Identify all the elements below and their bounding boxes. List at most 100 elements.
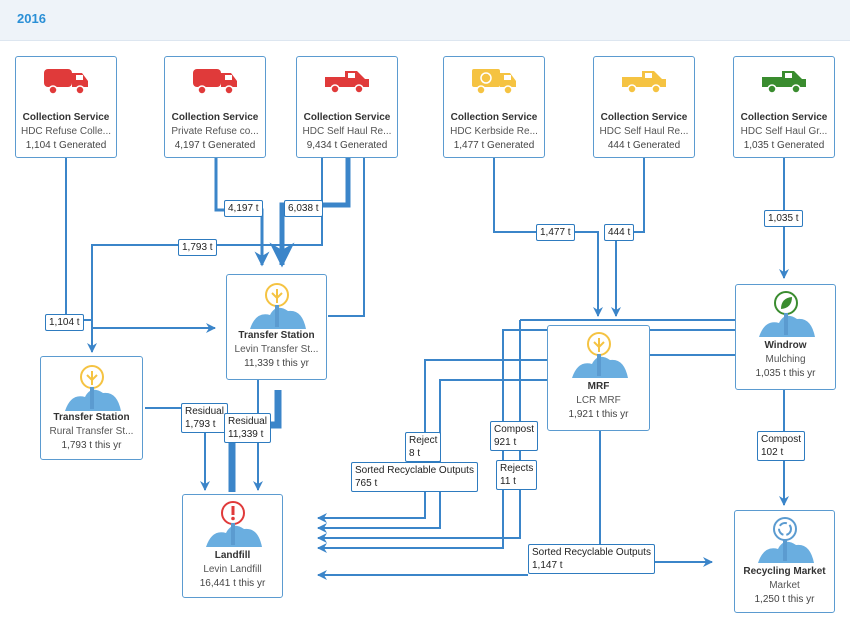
node-subtitle: Mulching	[765, 354, 806, 365]
node-value: 1,035 t Generated	[743, 140, 825, 151]
flow-label-text: 1,104 t	[49, 317, 80, 328]
node-title: Collection Service	[450, 112, 538, 123]
compost-leaf-icon	[736, 289, 835, 339]
collection-service-node-3[interactable]: Collection Service HDC Self Haul Re... 9…	[296, 56, 398, 158]
node-title: Landfill	[214, 550, 251, 561]
flow-label-sorted-1147[interactable]: Sorted Recyclable Outputs 1,147 t	[528, 544, 655, 574]
flow-label-title: Sorted Recyclable Outputs	[355, 465, 474, 476]
mrf-node[interactable]: MRF LCR MRF 1,921 t this yr	[547, 325, 650, 431]
node-value: 9,434 t Generated	[306, 140, 388, 151]
flow-label-title: Sorted Recyclable Outputs	[532, 547, 651, 558]
transfer-station-icon	[227, 281, 326, 331]
flow-cs3-levin-b	[328, 158, 365, 317]
node-subtitle: Market	[769, 580, 800, 591]
landfill-node[interactable]: Landfill Levin Landfill 16,441 t this yr	[182, 494, 283, 598]
flow-label-444[interactable]: 444 t	[604, 224, 635, 241]
node-subtitle: HDC Kerbside Re...	[450, 126, 538, 137]
pickup-truck-icon	[594, 63, 694, 103]
flow-label-1477[interactable]: 1,477 t	[536, 224, 575, 241]
transfer-station-icon	[41, 363, 142, 413]
node-title: Collection Service	[22, 112, 110, 123]
garbage-truck-icon	[165, 63, 265, 103]
flow-label-residual-levin[interactable]: Residual 11,339 t	[224, 413, 271, 443]
flow-label-1104[interactable]: 1,104 t	[45, 314, 84, 331]
flow-label-amount: 921 t	[494, 437, 517, 448]
collection-service-node-2[interactable]: Collection Service Private Refuse co... …	[164, 56, 266, 158]
recycling-truck-icon	[444, 63, 544, 103]
recycling-market-node[interactable]: Recycling Market Market 1,250 t this yr	[734, 510, 835, 613]
collection-service-node-4[interactable]: Collection Service HDC Kerbside Re... 1,…	[443, 56, 545, 158]
flow-label-title: Compost	[494, 424, 535, 435]
collection-service-node-6[interactable]: Collection Service HDC Self Haul Gr... 1…	[733, 56, 835, 158]
transfer-station-rural-node[interactable]: Transfer Station Rural Transfer St... 1,…	[40, 356, 143, 460]
node-title: Collection Service	[740, 112, 828, 123]
flow-mrf-market	[599, 430, 713, 567]
flow-mrf-landfill-c	[318, 319, 736, 538]
flow-label-compost-921[interactable]: Compost 921 t	[490, 421, 539, 451]
flow-label-amount: 8 t	[409, 448, 421, 459]
flow-label-amount: 102 t	[761, 447, 784, 458]
node-title: Recycling Market	[743, 566, 826, 577]
node-subtitle: Private Refuse co...	[171, 126, 259, 137]
node-value: 1,921 t this yr	[568, 409, 629, 420]
flow-label-4197[interactable]: 4,197 t	[224, 200, 263, 217]
node-subtitle: Levin Transfer St...	[234, 344, 319, 355]
flow-label-1793[interactable]: 1,793 t	[178, 239, 217, 256]
pickup-truck-icon	[734, 63, 834, 103]
flow-label-amount: 11,339 t	[228, 429, 264, 440]
node-value: 1,104 t Generated	[25, 140, 107, 151]
node-title: MRF	[587, 381, 610, 392]
node-subtitle: HDC Self Haul Gr...	[740, 126, 828, 137]
flow-label-residual-rural[interactable]: Residual 1,793 t	[181, 403, 228, 433]
collection-service-node-1[interactable]: Collection Service HDC Refuse Colle... 1…	[15, 56, 117, 158]
flow-label-amount: 765 t	[355, 478, 378, 489]
node-title: Collection Service	[303, 112, 391, 123]
year-label: 2016	[17, 11, 46, 26]
node-title: Transfer Station	[53, 412, 130, 423]
transfer-station-levin-node[interactable]: Transfer Station Levin Transfer St... 11…	[226, 274, 327, 380]
flow-label-title: Residual	[185, 406, 224, 417]
node-value: 444 t Generated	[607, 140, 681, 151]
flow-label-title: Reject	[409, 435, 438, 446]
node-title: Windrow	[764, 340, 807, 351]
header-bar: 2016	[0, 0, 850, 41]
node-value: 1,035 t this yr	[755, 368, 816, 379]
flow-label-text: 1,477 t	[540, 227, 571, 238]
node-title: Transfer Station	[238, 330, 315, 341]
landfill-warning-icon	[183, 499, 282, 549]
pickup-truck-icon	[297, 63, 397, 103]
mrf-icon	[548, 330, 649, 380]
node-title: Collection Service	[171, 112, 259, 123]
node-subtitle: HDC Self Haul Re...	[599, 126, 689, 137]
flow-label-title: Compost	[761, 434, 802, 445]
flow-label-title: Rejects	[500, 463, 534, 474]
node-subtitle: Rural Transfer St...	[49, 426, 134, 437]
node-value: 11,339 t this yr	[244, 358, 309, 369]
flow-label-title: Residual	[228, 416, 267, 427]
node-value: 1,793 t this yr	[61, 440, 122, 451]
node-subtitle: HDC Self Haul Re...	[302, 126, 392, 137]
flow-label-reject-8[interactable]: Reject 8 t	[405, 432, 442, 462]
flow-label-6038[interactable]: 6,038 t	[284, 200, 323, 217]
flow-label-compost-102[interactable]: Compost 102 t	[757, 431, 806, 461]
recycle-market-icon	[735, 515, 834, 565]
node-subtitle: LCR MRF	[576, 395, 621, 406]
windrow-node[interactable]: Windrow Mulching 1,035 t this yr	[735, 284, 836, 390]
node-value: 1,250 t this yr	[754, 594, 815, 605]
flow-label-text: 444 t	[608, 227, 631, 238]
garbage-truck-icon	[16, 63, 116, 103]
flow-label-text: 4,197 t	[228, 203, 259, 214]
flow-label-text: 6,038 t	[288, 203, 319, 214]
collection-service-node-5[interactable]: Collection Service HDC Self Haul Re... 4…	[593, 56, 695, 158]
node-subtitle: Levin Landfill	[203, 564, 262, 575]
flow-label-text: 1,035 t	[768, 213, 799, 224]
flow-label-amount: 1,793 t	[185, 419, 216, 430]
node-subtitle: HDC Refuse Colle...	[20, 126, 112, 137]
flow-label-sorted-765[interactable]: Sorted Recyclable Outputs 765 t	[351, 462, 478, 492]
flow-label-amount: 1,147 t	[532, 560, 563, 571]
flow-label-1035[interactable]: 1,035 t	[764, 210, 803, 227]
node-value: 1,477 t Generated	[453, 140, 535, 151]
node-title: Collection Service	[600, 112, 688, 123]
